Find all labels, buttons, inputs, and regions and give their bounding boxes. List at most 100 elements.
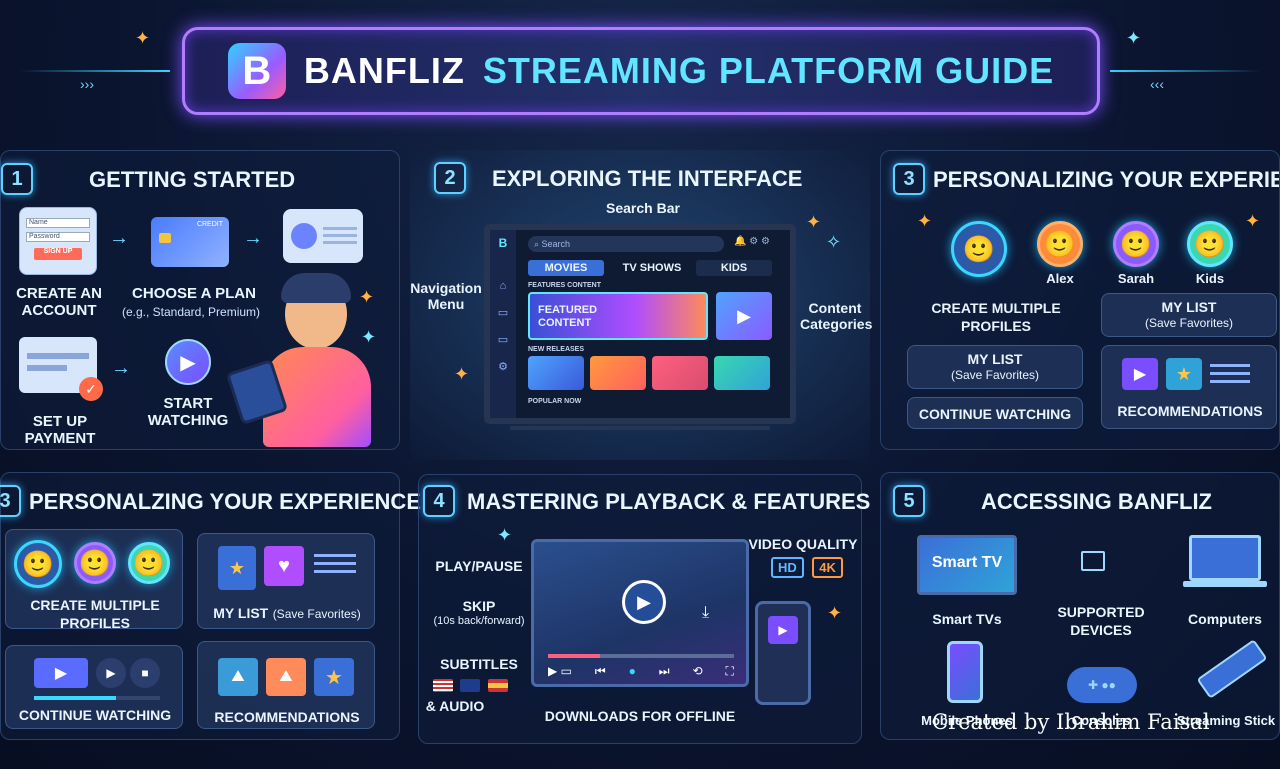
arrow-right-icon: → (109, 227, 129, 249)
features-heading: FEATURES CONTENT (528, 282, 601, 289)
section-exploring-interface: 2 EXPLORING THE INTERFACE Search Bar Nav… (410, 150, 872, 460)
stop-circle-icon: ■ (130, 658, 160, 688)
section-number: 4 (423, 485, 455, 517)
avatar-sarah[interactable]: 🙂 (1113, 221, 1159, 267)
save-favorites-label: (Save Favorites) (272, 607, 361, 621)
sparkle-icon: ✦ (454, 364, 470, 384)
thumbnail[interactable] (714, 356, 770, 390)
video-player[interactable]: ▶ ⤓ ▶ ▭⏮●⏭⟲⛶ (531, 539, 749, 687)
consoles-label: Consoles (1071, 713, 1131, 728)
avatar-main[interactable]: 🙂 (951, 221, 1007, 277)
thumbnail[interactable] (652, 356, 708, 390)
recommendations-label: RECOMMENDATIONS (1117, 403, 1263, 419)
step-start-watching: START WATCHING (147, 395, 229, 429)
header-deco-right (1110, 70, 1260, 72)
thumbnail[interactable] (528, 356, 584, 390)
save-favorites-label: (Save Favorites) (950, 368, 1040, 382)
sparkle-icon: ✦ (497, 525, 513, 545)
section-number: 3 (893, 163, 925, 195)
scrub-fill (548, 654, 601, 658)
video-quality-label: VIDEO QUALITY (748, 536, 858, 552)
new-releases-heading: NEW RELEASES (528, 346, 585, 353)
4k-badge: 4K (812, 557, 843, 578)
play-circle-icon: ● (628, 664, 636, 678)
tv-icon[interactable]: ▭ (497, 334, 509, 346)
streaming-stick-label: Streaming Stick (1176, 713, 1276, 728)
section-number: 3 (0, 485, 21, 517)
profile-name-alex: Alex (1046, 271, 1074, 286)
laptop-icon (1183, 535, 1267, 593)
continue-watching-card[interactable]: ▶ ▶ ■ CONTINUE WATCHING (5, 645, 183, 729)
section-title: 2 (434, 162, 476, 194)
tab-tv-shows[interactable]: TV SHOWS (622, 262, 682, 274)
banfliz-logo-icon: B (498, 236, 508, 250)
tv-header-icons: 🔔 ⚙ ⚙ (734, 236, 770, 247)
recommendations-card[interactable]: ⛰ ⛰ ★ RECOMMENDATIONS (197, 641, 375, 729)
sparkle-icon: ✦ (917, 211, 933, 231)
recommendations-card[interactable]: ▶ ★ RECOMMENDATIONS (1101, 345, 1277, 429)
tv-stand (510, 426, 770, 430)
my-list-label: MY LIST (213, 605, 269, 621)
credit-watermark: Created by Ibrahim Faisal (932, 710, 1210, 734)
my-list-label: MY LIST (967, 351, 1023, 367)
quality-badges: HD 4K (767, 557, 843, 578)
gamepad-icon: ✚ ●● (1067, 667, 1137, 703)
list-lines-icon (314, 554, 356, 578)
uk-flag-icon (460, 679, 481, 693)
sparkle-icon: ✦ (806, 212, 822, 232)
tab-kids[interactable]: KIDS (696, 260, 772, 276)
my-list-card-2[interactable]: MY LIST (Save Favorites) (907, 345, 1083, 389)
streaming-stick-icon (1196, 639, 1268, 699)
language-flags (433, 677, 511, 695)
thumbnail[interactable] (590, 356, 646, 390)
section-mastering-playback: 4 MASTERING PLAYBACK & FEATURES ▶ ⤓ ▶ ▭⏮… (418, 474, 870, 744)
title-rest: STREAMING PLATFORM GUIDE (482, 50, 1055, 91)
computers-label: Computers (1188, 611, 1262, 627)
avatar-alex[interactable]: 🙂 (1037, 221, 1083, 267)
screen-icon[interactable]: ▭ (497, 307, 509, 319)
play-icon: ▶ (165, 339, 211, 385)
section-3b-title: PERSONALZING YOUR EXPERIENCE (29, 489, 421, 514)
continue-progress-track (34, 696, 160, 700)
step-create-account: CREATE AN ACCOUNT (16, 285, 102, 319)
continue-watching-card[interactable]: CONTINUE WATCHING (907, 397, 1083, 429)
play-pause-label: PLAY/PAUSE (435, 558, 523, 574)
home-icon[interactable]: ⌂ (499, 280, 507, 292)
supported-devices-label: SUPPORTED DEVICES (1057, 604, 1145, 638)
settings-icon[interactable]: ⚙ (498, 361, 508, 373)
tv-search-input[interactable]: ⌕ Search (528, 236, 724, 252)
continue-watching-label: CONTINUE WATCHING (18, 707, 172, 723)
star-icon: ★ (314, 658, 354, 696)
image-icon: ⛰ (266, 658, 306, 696)
section-title: 1 (1, 163, 43, 195)
payment-window-icon: ✓ (19, 337, 103, 401)
image-icon: ⛰ (218, 658, 258, 696)
avatar-kids[interactable]: 🙂 (1187, 221, 1233, 267)
section-accessing-banfliz: 5 ACCESSING BANFLIZ Smart TV Smart TVs S… (880, 472, 1280, 740)
continue-progress-fill (34, 696, 116, 700)
featured-banner[interactable]: FEATURED CONTENT (528, 292, 708, 340)
scrub-track[interactable] (548, 654, 734, 658)
player-controls[interactable]: ▶ ▭⏮●⏭⟲⛶ (548, 664, 734, 679)
play-pause-button[interactable]: ▶ (622, 580, 666, 624)
section-number: 5 (893, 485, 925, 517)
my-list-card[interactable]: MY LIST (Save Favorites) (1101, 293, 1277, 337)
chevrons-icon: ››› (80, 76, 94, 92)
play-icon[interactable]: ▶ (716, 292, 772, 340)
play-icon: ▶ ▭ (548, 664, 572, 678)
section-2-title: EXPLORING THE INTERFACE (492, 166, 803, 191)
section-1-title: GETTING STARTED (89, 167, 296, 192)
sparkle-icon: ✧ (826, 232, 842, 252)
tv-screen: B ⌂ ▭ ▭ ⚙ ⌕ Search 🔔 ⚙ ⚙ MOVIES TV SHOWS… (484, 224, 796, 424)
my-list-card[interactable]: ★ ♥ MY LIST (Save Favorites) (197, 533, 375, 629)
avatar-main: 🙂 (14, 540, 62, 588)
sparkle-icon: ✦ (361, 327, 377, 347)
tab-movies[interactable]: MOVIES (528, 260, 604, 276)
mobile-phone-icon (947, 641, 983, 703)
download-icon[interactable]: ⤓ (702, 604, 710, 621)
profiles-card[interactable]: 🙂 🙂 🙂 CREATE MULTIPLE PROFILES (5, 529, 183, 631)
create-profiles-label: CREATE MULTIPLE PROFILES (30, 597, 160, 631)
sparkle-icon: ✦ (1245, 211, 1261, 231)
monitor-icon (1081, 551, 1105, 571)
